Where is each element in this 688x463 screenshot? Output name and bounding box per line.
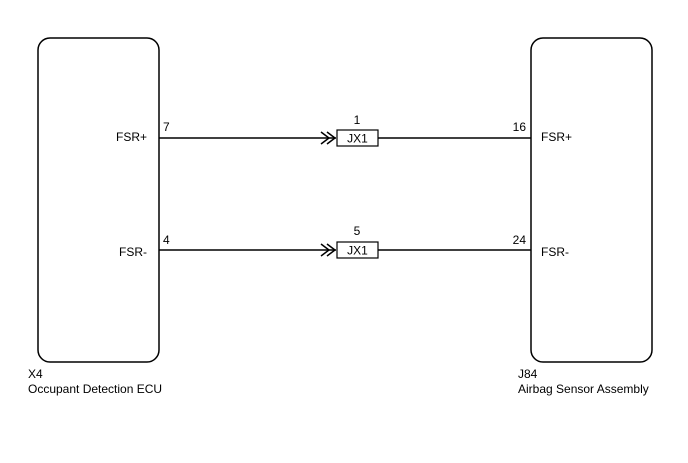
left-signal-label: FSR- [119, 245, 147, 259]
right-component-code: J84 [518, 367, 538, 381]
connector-arrow-icon [320, 131, 331, 145]
right-pin-number: 16 [513, 120, 527, 134]
right-pin-number: 24 [513, 233, 527, 247]
connector-arrow-icon [320, 243, 331, 257]
right-signal-label: FSR+ [541, 130, 572, 144]
connector-arrow-icon [326, 131, 337, 145]
left-component-name: Occupant Detection ECU [28, 382, 162, 396]
junction-pin-number: 1 [354, 113, 361, 127]
right-component-name: Airbag Sensor Assembly [518, 382, 649, 396]
right-component-box [530, 37, 653, 363]
left-pin-number: 7 [163, 120, 170, 134]
junction-connector-label: JX1 [347, 132, 368, 146]
left-signal-label: FSR+ [116, 130, 147, 144]
left-component-code: X4 [28, 367, 43, 381]
connector-arrow-icon [326, 243, 337, 257]
left-pin-number: 4 [163, 233, 170, 247]
left-component-box [37, 37, 160, 363]
junction-connector-label: JX1 [347, 244, 368, 258]
right-signal-label: FSR- [541, 245, 569, 259]
junction-pin-number: 5 [354, 224, 361, 238]
